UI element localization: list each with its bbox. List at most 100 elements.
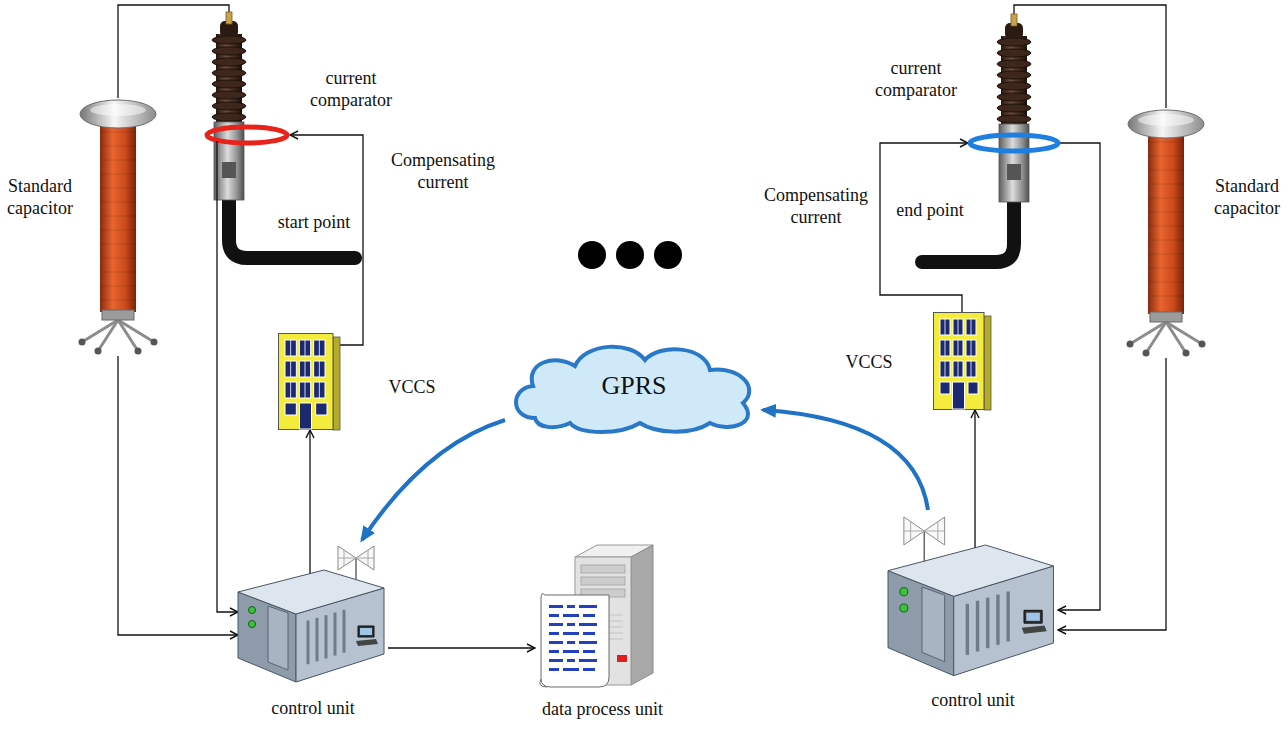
current-comparator-figure <box>212 36 246 44</box>
standard-capacitor-figure <box>1150 312 1182 322</box>
ellipsis-dot <box>616 241 644 269</box>
data-process-unit-figure <box>583 668 595 671</box>
wire-connector <box>1058 358 1166 630</box>
annotation-label: Compensating current <box>760 185 872 228</box>
data-process-unit-figure <box>540 679 547 687</box>
standard-capacitor-figure <box>1148 142 1184 143</box>
current-comparator-figure <box>212 80 246 88</box>
standard-capacitor-figure <box>1148 240 1184 241</box>
standard-capacitor-figure <box>1148 170 1184 171</box>
standard-capacitor-figure <box>100 286 136 287</box>
standard-capacitor-figure <box>100 300 136 301</box>
control-unit-figure <box>358 626 374 637</box>
standard-capacitor-figure <box>1183 350 1190 357</box>
device-label: data process unit <box>525 699 680 721</box>
current-comparator-figure <box>222 162 236 178</box>
standard-capacitor-figure <box>1148 198 1184 199</box>
gprs-cloud: GPRS <box>505 338 763 433</box>
wire-connector <box>388 647 535 648</box>
standard-capacitor-figure <box>1146 322 1166 353</box>
annotation-label: start point <box>272 212 356 234</box>
standard-capacitor: Standard capacitor <box>1126 108 1206 358</box>
vccs-source-figure <box>966 319 976 335</box>
control-unit-figure <box>238 540 388 690</box>
control-unit: control unit <box>238 540 388 690</box>
control-unit-figure <box>900 604 908 612</box>
data-process-unit-figure <box>549 641 563 644</box>
control-unit-figure <box>355 558 357 580</box>
current-comparator-figure <box>997 60 1031 68</box>
vccs-source-figure <box>966 340 976 356</box>
control-unit-figure <box>900 588 908 596</box>
vccs-source-figure <box>299 382 310 398</box>
vccs-source-figure <box>971 340 972 356</box>
control-unit: control unit <box>888 510 1058 685</box>
current-comparator-figure <box>997 49 1031 57</box>
data-process-unit-figure <box>549 650 559 653</box>
current-comparator: current comparator <box>968 14 1060 278</box>
data-process-unit-figure <box>579 641 597 644</box>
vccs-source-figure <box>299 340 310 356</box>
comparator-figure <box>968 14 1060 278</box>
standard-capacitor-figure <box>1199 341 1206 348</box>
data-process-unit-figure <box>563 614 579 617</box>
control-unit-figure <box>268 606 288 670</box>
vccs-source-figure <box>319 382 320 398</box>
data-process-unit-figure <box>567 623 575 626</box>
control-unit-figure <box>1006 591 1009 641</box>
standard-capacitor-figure <box>135 348 142 355</box>
data-process-unit-figure <box>579 659 597 662</box>
device-label: current comparator <box>293 68 409 111</box>
device-label: current comparator <box>866 58 966 101</box>
control-unit-figure <box>888 510 1058 685</box>
data-process-unit-figure <box>579 623 597 626</box>
standard-capacitor: Standard capacitor <box>78 98 158 356</box>
current-comparator-figure <box>214 122 244 200</box>
vccs-source-figure <box>314 382 325 398</box>
vccs-source-figure <box>300 403 312 429</box>
current-comparator-figure <box>212 102 246 110</box>
vccs-source-figure <box>285 403 296 415</box>
data-process-unit-figure <box>579 605 597 608</box>
standard-capacitor-figure <box>100 202 136 203</box>
standard-capacitor-figure <box>100 258 136 259</box>
standard-capacitor-figure <box>80 100 156 128</box>
vccs-source: VCCS <box>278 333 340 430</box>
vccs-source-figure <box>971 361 972 377</box>
data-process-unit-figure <box>583 650 595 653</box>
standard-capacitor-figure <box>1127 341 1134 348</box>
data-process-unit-figure <box>549 659 563 662</box>
device-label: VCCS <box>839 352 899 374</box>
current-comparator-figure <box>997 115 1031 123</box>
control-unit-figure <box>343 610 346 653</box>
data-process-unit-figure <box>563 650 579 653</box>
capacitor-figure <box>78 98 158 356</box>
building-figure <box>278 333 340 430</box>
control-unit-figure <box>1022 626 1047 634</box>
current-comparator: current comparator <box>205 12 290 278</box>
wire-connector <box>1014 5 1166 108</box>
vccs-source-figure <box>290 361 291 377</box>
current-comparator-figure <box>212 113 246 121</box>
control-unit-figure <box>334 612 337 655</box>
control-unit-figure <box>1026 613 1040 621</box>
current-comparator-figure <box>997 104 1031 112</box>
control-unit-figure <box>356 639 378 646</box>
data-process-unit-figure <box>549 623 563 626</box>
wire-connector <box>974 410 975 510</box>
standard-capacitor-figure <box>100 120 136 312</box>
vccs-source-figure <box>934 313 985 410</box>
standard-capacitor-figure <box>100 244 136 245</box>
vccs-source-figure <box>953 340 963 356</box>
control-unit-figure <box>316 618 319 662</box>
control-unit-figure <box>249 621 256 628</box>
current-comparator-figure <box>229 192 355 258</box>
vccs-source-figure <box>953 319 963 335</box>
wire-connector <box>880 143 968 312</box>
data-process-unit-figure <box>549 668 559 671</box>
control-unit-figure <box>249 607 256 614</box>
current-comparator-figure <box>212 58 246 66</box>
standard-capacitor-figure <box>1143 350 1150 357</box>
device-label: control unit <box>888 690 1058 712</box>
data-process-unit-figure <box>567 605 575 608</box>
